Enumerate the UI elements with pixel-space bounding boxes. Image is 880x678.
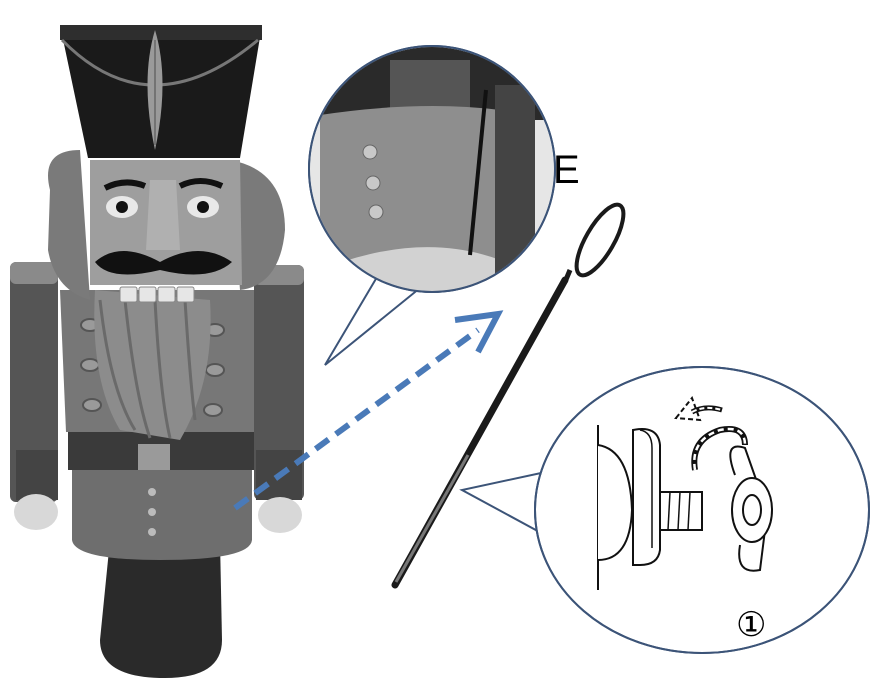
bolt-wingnut-drawing xyxy=(597,395,773,590)
rod-part-e xyxy=(391,202,626,589)
step-number-label: ① xyxy=(736,605,767,645)
detail-callout-top xyxy=(308,45,556,366)
part-letter-label: E xyxy=(553,148,580,192)
nutcracker-figure xyxy=(10,25,304,678)
direction-arrow xyxy=(233,310,504,511)
detail-callout-bottom xyxy=(459,366,870,654)
